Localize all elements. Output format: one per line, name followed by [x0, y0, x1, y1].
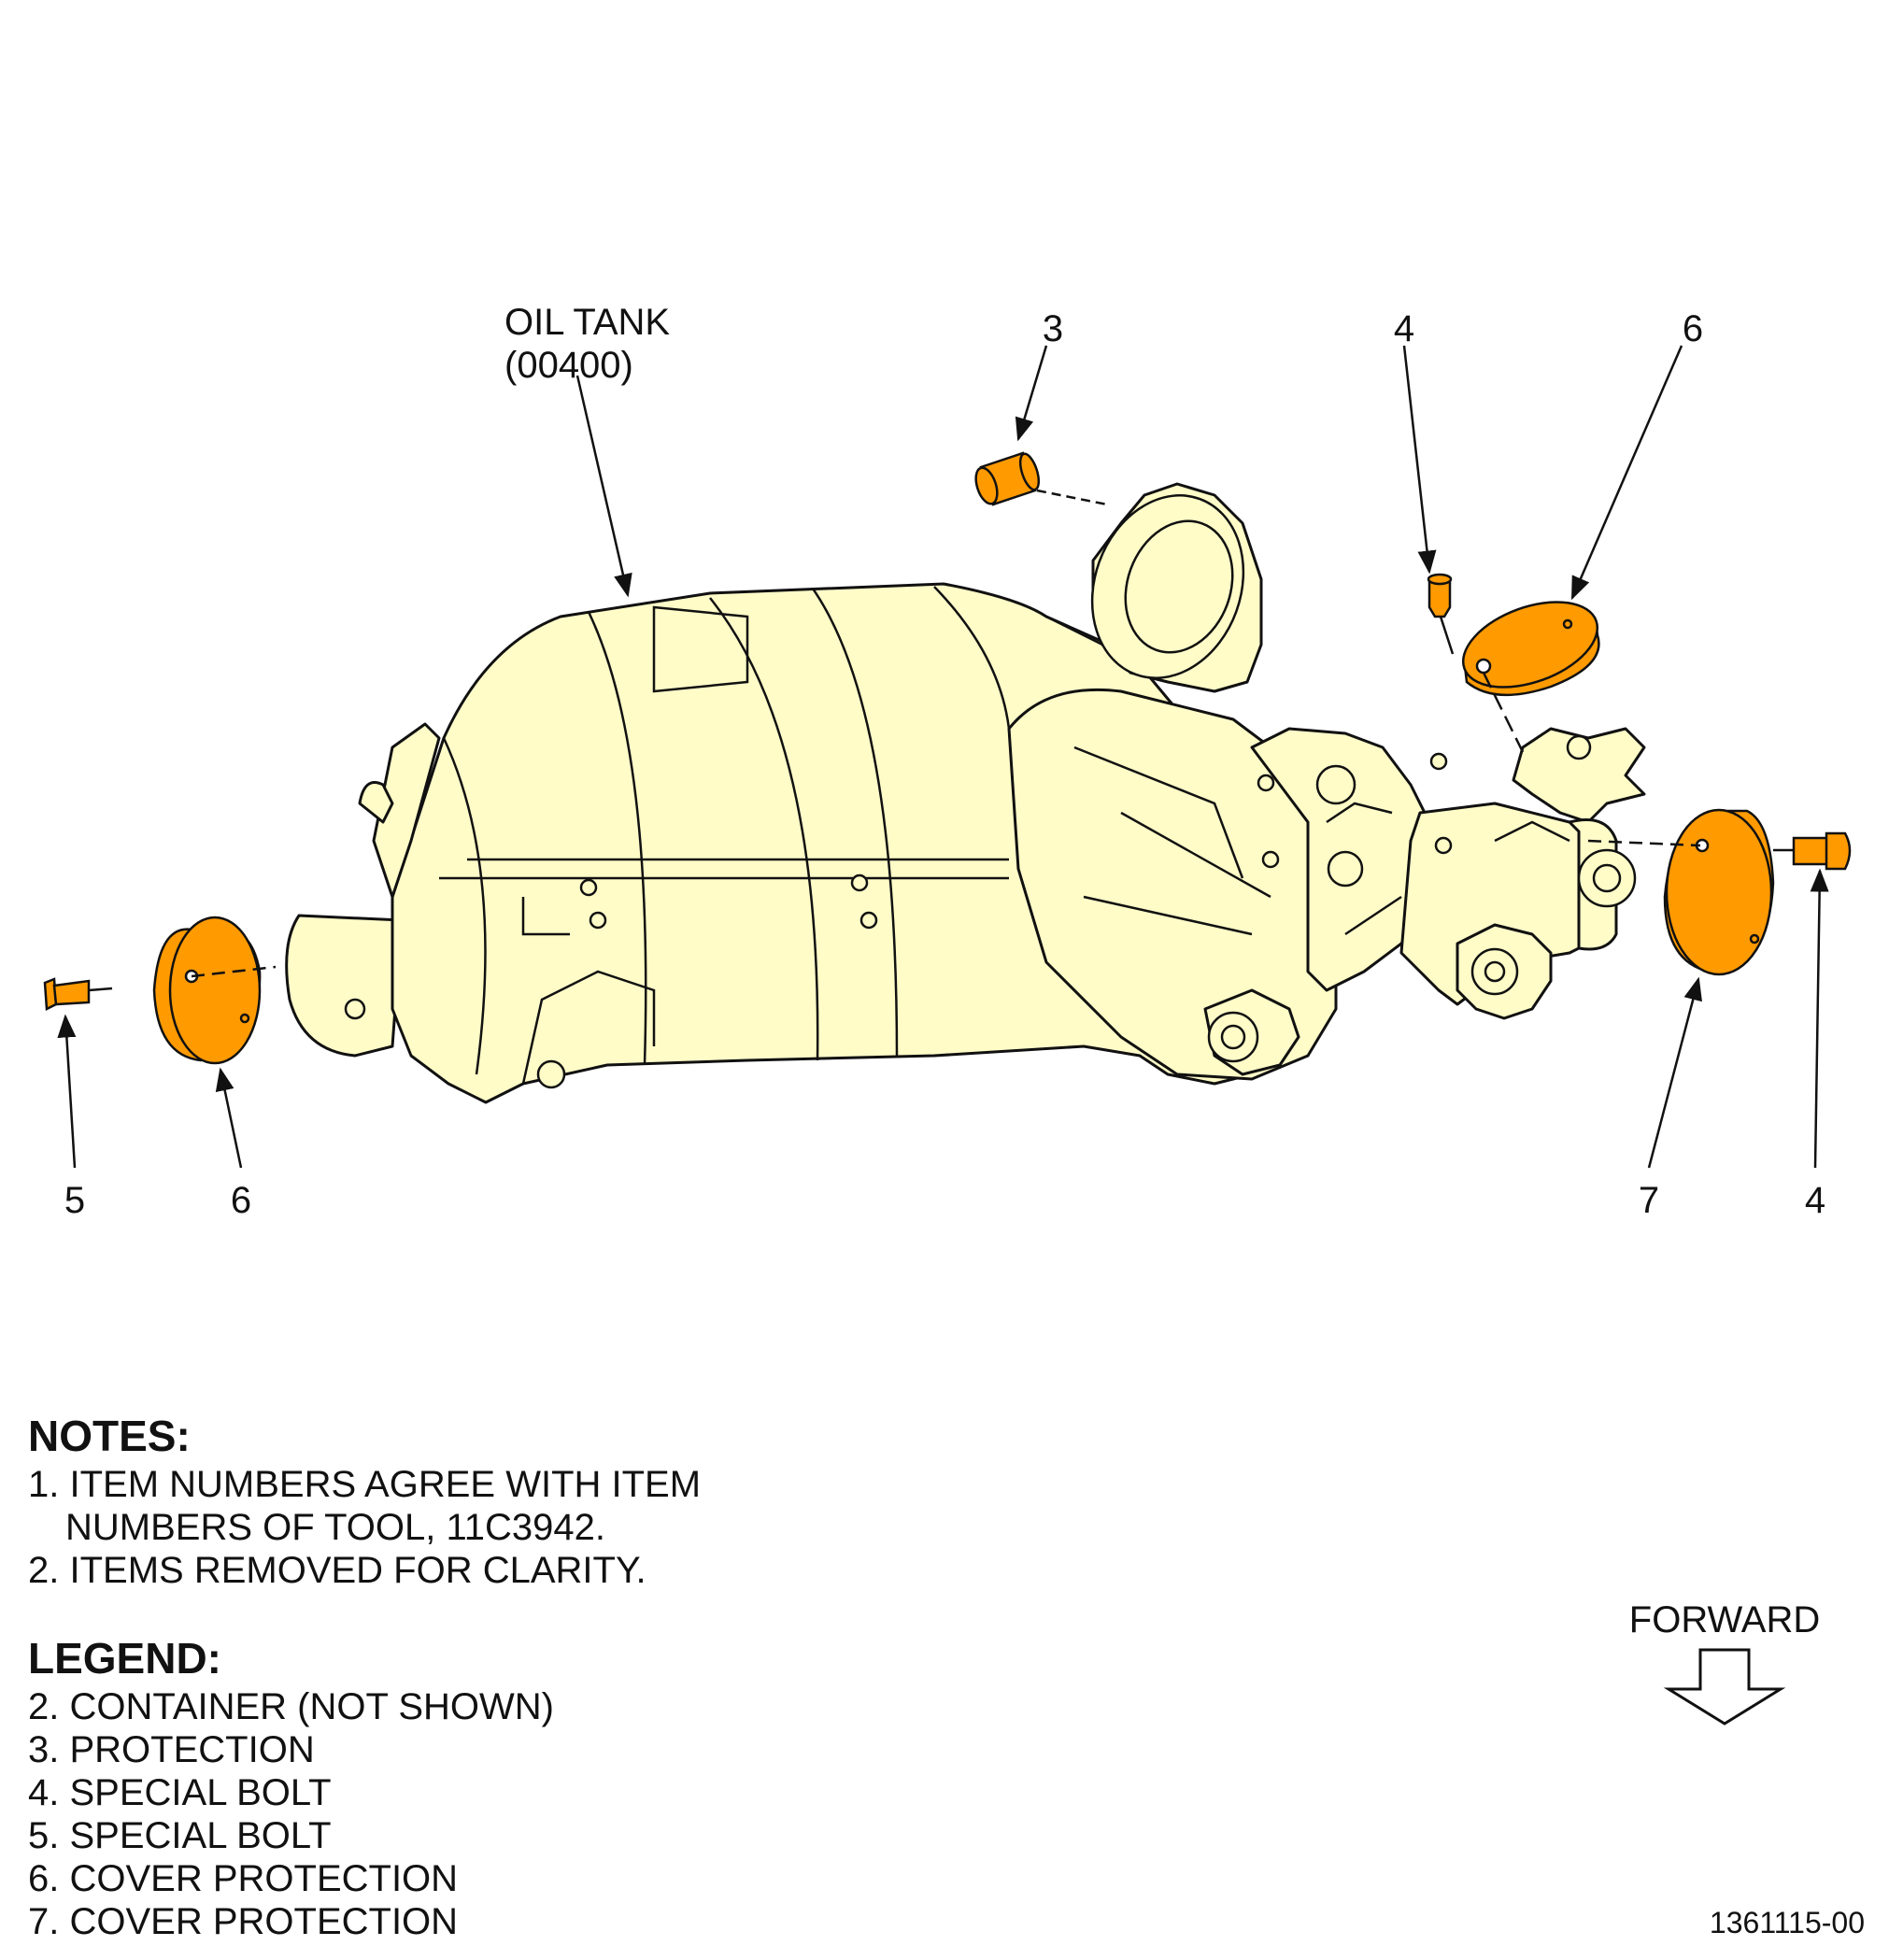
legend-item-7: 7. COVER PROTECTION — [28, 1901, 459, 1942]
note-1-continued: NUMBERS OF TOOL, 11C3942. — [65, 1507, 605, 1548]
item-5-special-bolt — [43, 977, 91, 1011]
legend-item-2: 2. CONTAINER (NOT SHOWN) — [28, 1686, 554, 1727]
forward-direction-arrow — [1663, 1648, 1786, 1726]
item-4-special-bolt-right — [1792, 831, 1852, 871]
legend-item-4: 4. SPECIAL BOLT — [28, 1772, 332, 1813]
callout-item-6-bottom: 6 — [230, 1180, 252, 1221]
oil-tank-label: OIL TANK (00400) — [504, 301, 670, 387]
figure-id: 1361115-00 — [1709, 1906, 1865, 1939]
notes-section: NOTES: 1. ITEM NUMBERS AGREE WITH ITEM N… — [28, 1409, 701, 1592]
legend-item-6: 6. COVER PROTECTION — [28, 1858, 459, 1899]
item-4-special-bolt-top — [1427, 573, 1453, 618]
oil-tank-label-line1: OIL TANK — [504, 302, 671, 343]
item-7-cover-forward — [1663, 808, 1775, 976]
alignment-lines — [88, 489, 1794, 992]
note-1: 1. ITEM NUMBERS AGREE WITH ITEM — [28, 1464, 702, 1505]
legend-item-3: 3. PROTECTION — [28, 1729, 315, 1770]
legend-item-5: 5. SPECIAL BOLT — [28, 1815, 332, 1856]
callout-item-7: 7 — [1638, 1180, 1660, 1221]
leader-lines — [57, 345, 1829, 1169]
forward-label: FORWARD — [1628, 1599, 1821, 1640]
item-6-cover-aft — [152, 916, 262, 1065]
legend-heading: LEGEND: — [28, 1634, 221, 1683]
callout-item-3: 3 — [1042, 308, 1064, 349]
notes-heading: NOTES: — [28, 1412, 191, 1460]
callout-item-4-top: 4 — [1393, 308, 1415, 349]
note-2: 2. ITEMS REMOVED FOR CLARITY. — [28, 1550, 646, 1591]
oil-tank-label-line2: (00400) — [504, 345, 633, 386]
callout-item-6-top: 6 — [1682, 308, 1704, 349]
legend-section: LEGEND: 2. CONTAINER (NOT SHOWN) 3. PROT… — [28, 1631, 554, 1943]
protection-parts — [43, 451, 1852, 1065]
callout-item-4-bottom: 4 — [1804, 1180, 1826, 1221]
tank-fastener-details — [344, 494, 1637, 1089]
callout-item-5: 5 — [64, 1180, 86, 1221]
item-6-cover-top — [1461, 601, 1600, 697]
item-3-protection — [974, 451, 1041, 506]
tank-detail-lines — [439, 586, 1570, 1085]
